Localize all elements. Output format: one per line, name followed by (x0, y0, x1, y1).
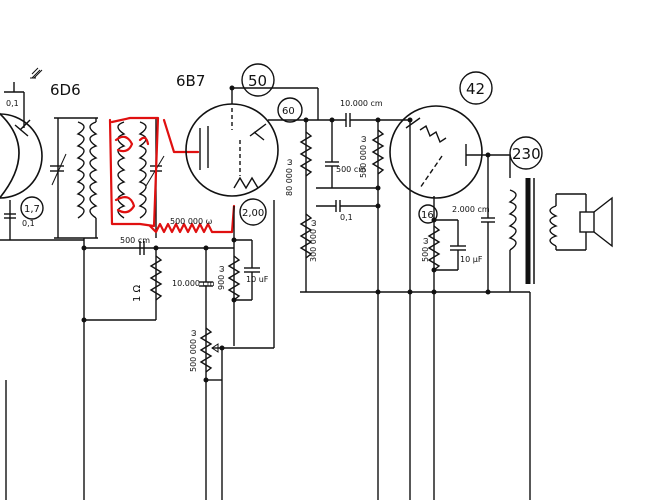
pin-label-200: 2,00 (242, 208, 264, 219)
pin-marker-17 (20, 196, 44, 220)
cap-label-10uf-right: 10 μF (460, 255, 483, 264)
tube-label-230: 230 (512, 145, 541, 163)
tube-6b7 (185, 87, 319, 197)
tube-label-42: 42 (466, 80, 485, 98)
if-transformer-1 (50, 117, 98, 239)
cap-label-01-right: 0,1 (340, 213, 353, 222)
resistor-label-500000-right: 500 000 ω (359, 135, 368, 178)
cap-label-10000cm-mid: 10.000 cm (172, 279, 215, 288)
tube-marker-42 (459, 71, 493, 105)
pin-label-17: 1,7 (24, 204, 40, 215)
pin-label-60: 60 (282, 106, 295, 117)
pin-marker-60 (277, 97, 303, 123)
pin-label-50: 50 (248, 72, 267, 90)
resistor-label-300000: 300 000 ω (309, 219, 318, 262)
tube-label-6b7: 6B7 (176, 72, 205, 90)
resistor-label-1m: 1 Ω (132, 284, 143, 302)
resistor-label-900: 900 ω (217, 265, 226, 290)
speaker-icon (579, 196, 613, 248)
pot-label-500000: 500 000 ω (189, 329, 198, 372)
cap-label-10000cm-top: 10.000 cm (340, 99, 383, 108)
resistor-label-500: 500 ω (421, 237, 430, 262)
cap-label-01-left: 0,1 (22, 219, 35, 228)
pin-marker-200 (239, 198, 267, 226)
cap-label-01-top: 0,1 (6, 99, 19, 108)
red-annotation-resistor (148, 204, 236, 234)
red-annotation-coil (108, 116, 200, 228)
tube-marker-230 (509, 136, 543, 170)
tube-6d6 (0, 67, 43, 199)
pin-marker-16 (418, 204, 438, 224)
cap-label-500cm-left: 500 cm (120, 236, 150, 245)
pin-label-16: 16 (421, 210, 434, 221)
pin-marker-50 (241, 63, 275, 97)
cap-label-500cm-right: 500 cm (336, 165, 366, 174)
cap-label-2000cm: 2.000 cm (452, 205, 490, 214)
output-transformer (508, 155, 587, 292)
resistor-label-500000-red: 500 000 ω (170, 217, 213, 226)
tube-label-6d6: 6D6 (50, 81, 81, 99)
cap-label-10uf-mid: 10 uF (246, 275, 269, 284)
resistor-label-80000: 80 000 ω (285, 158, 294, 196)
junction-dots (81, 85, 491, 383)
tube-42 (389, 105, 510, 292)
